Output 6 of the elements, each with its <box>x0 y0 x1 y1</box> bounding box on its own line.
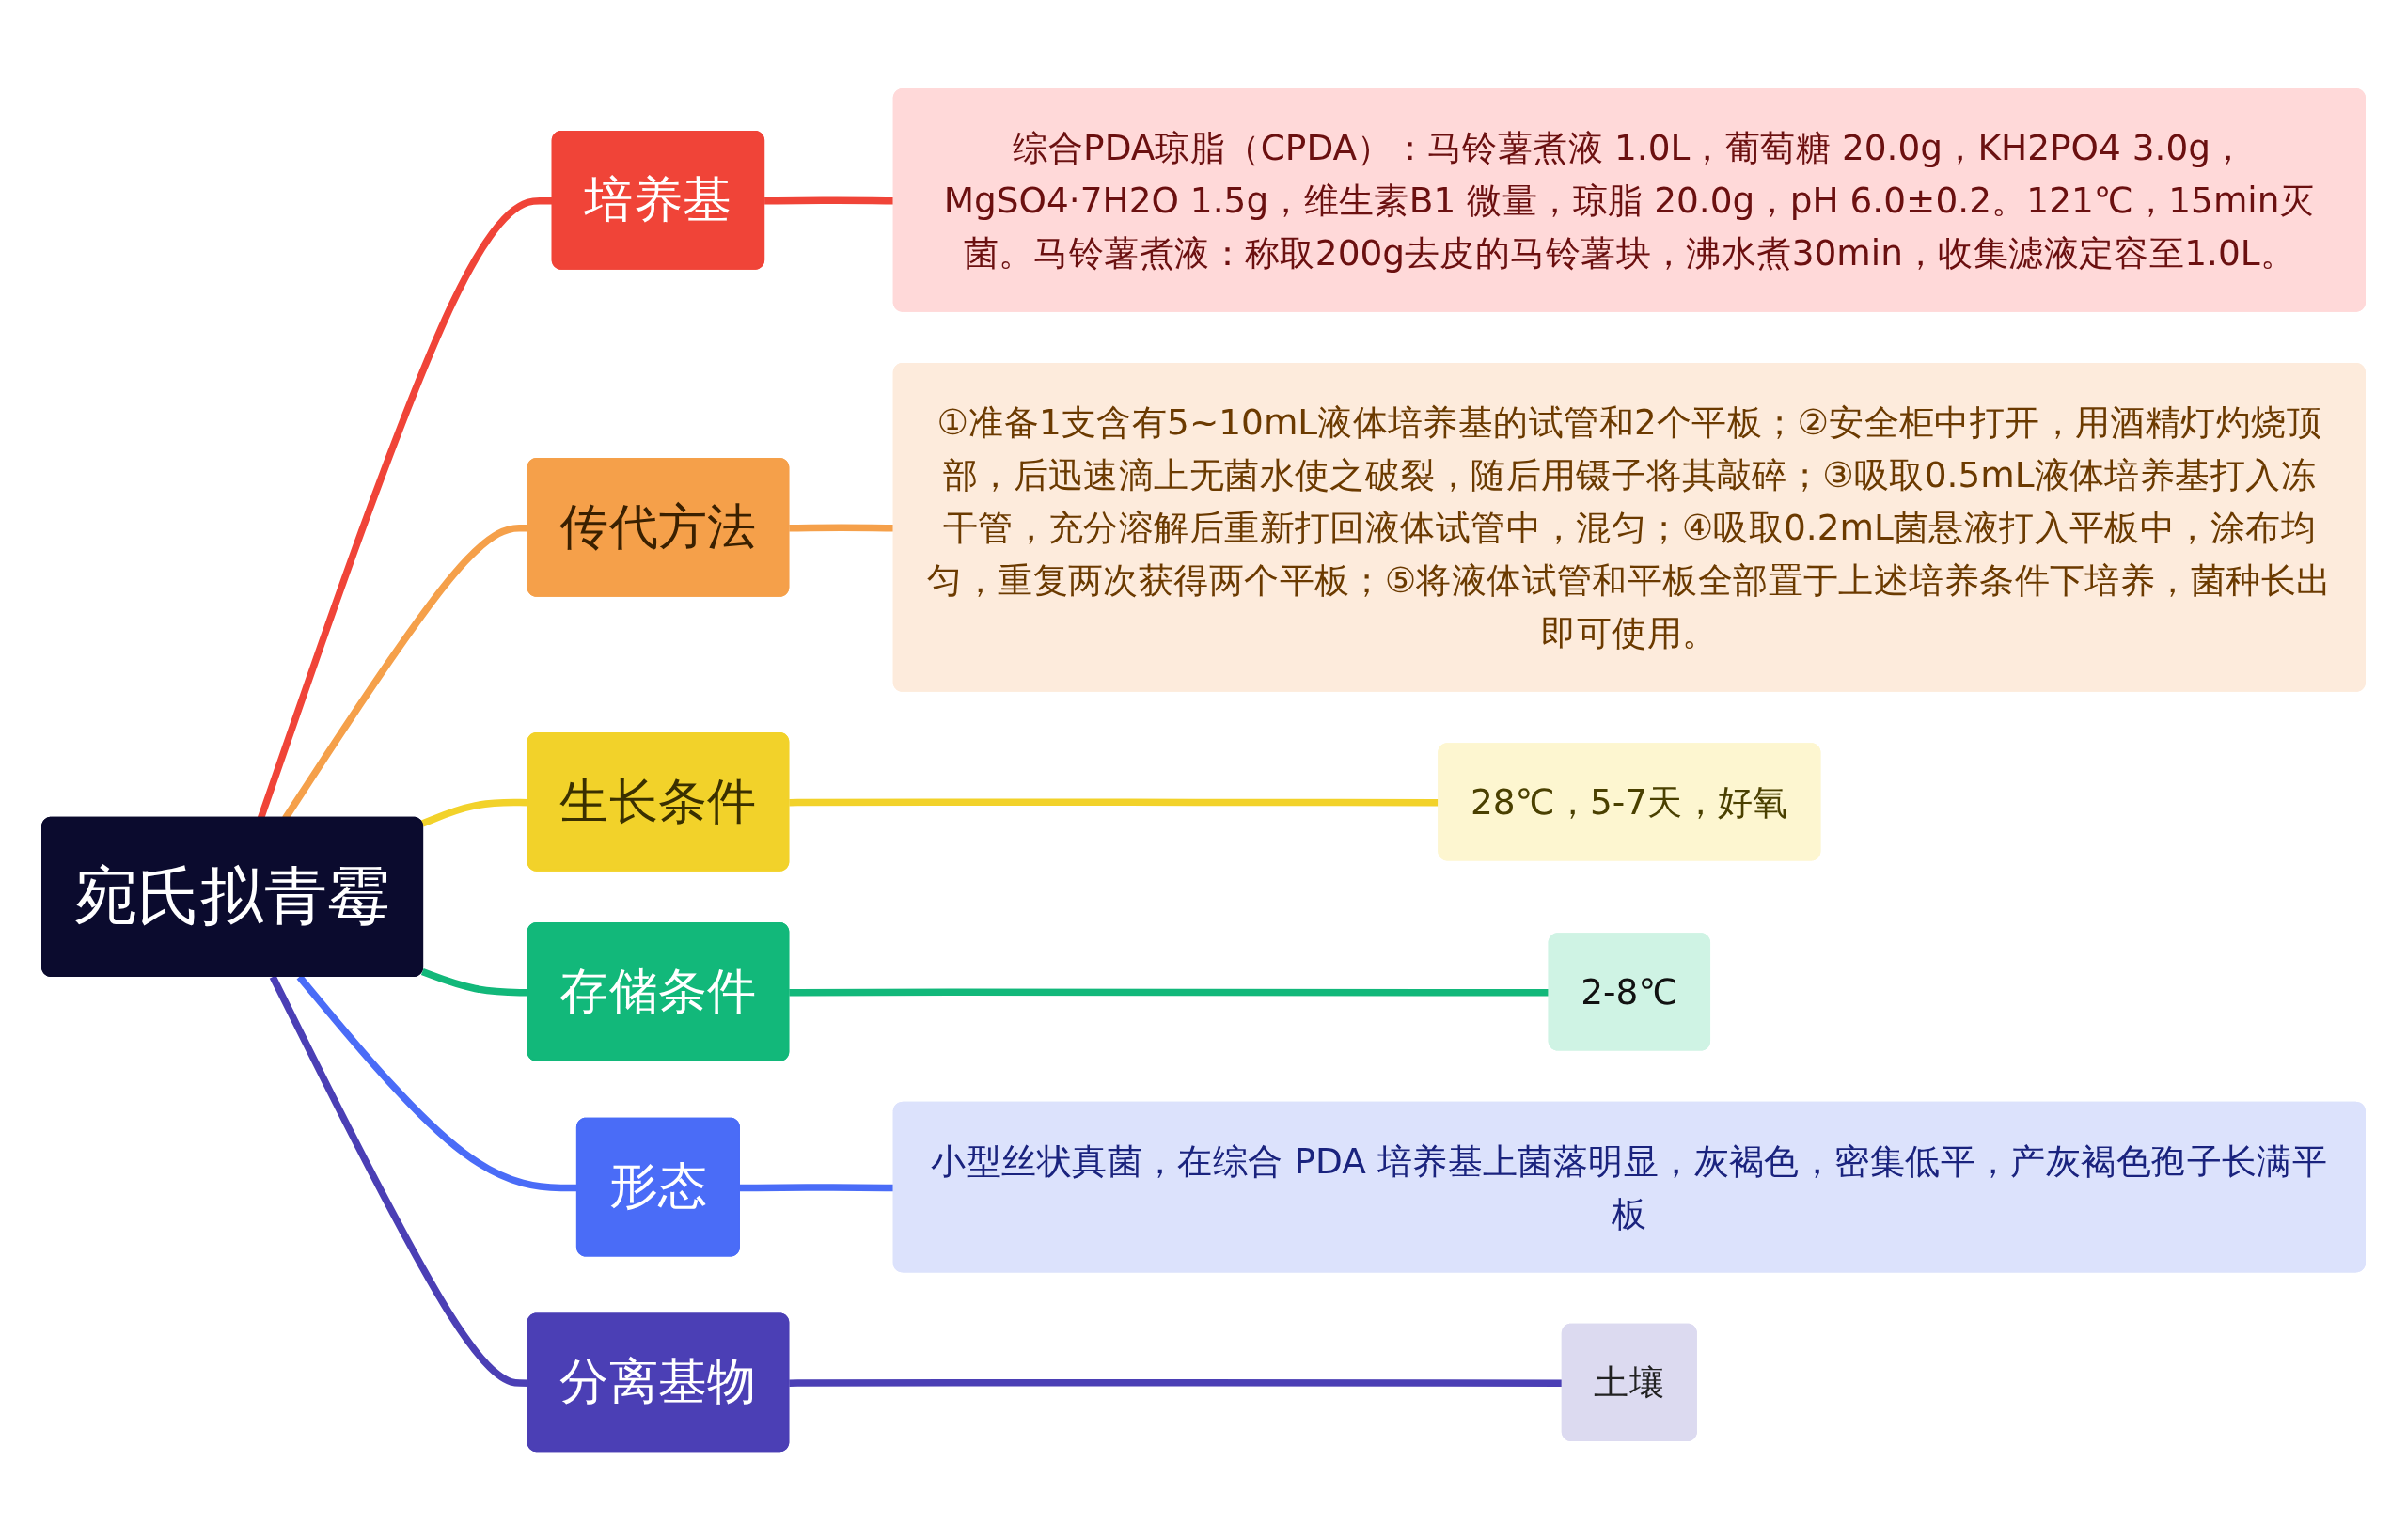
connector <box>420 798 529 827</box>
connector <box>420 967 529 997</box>
connector <box>789 524 895 532</box>
connector <box>739 1184 895 1192</box>
connector <box>764 196 895 205</box>
connector <box>296 974 578 1192</box>
